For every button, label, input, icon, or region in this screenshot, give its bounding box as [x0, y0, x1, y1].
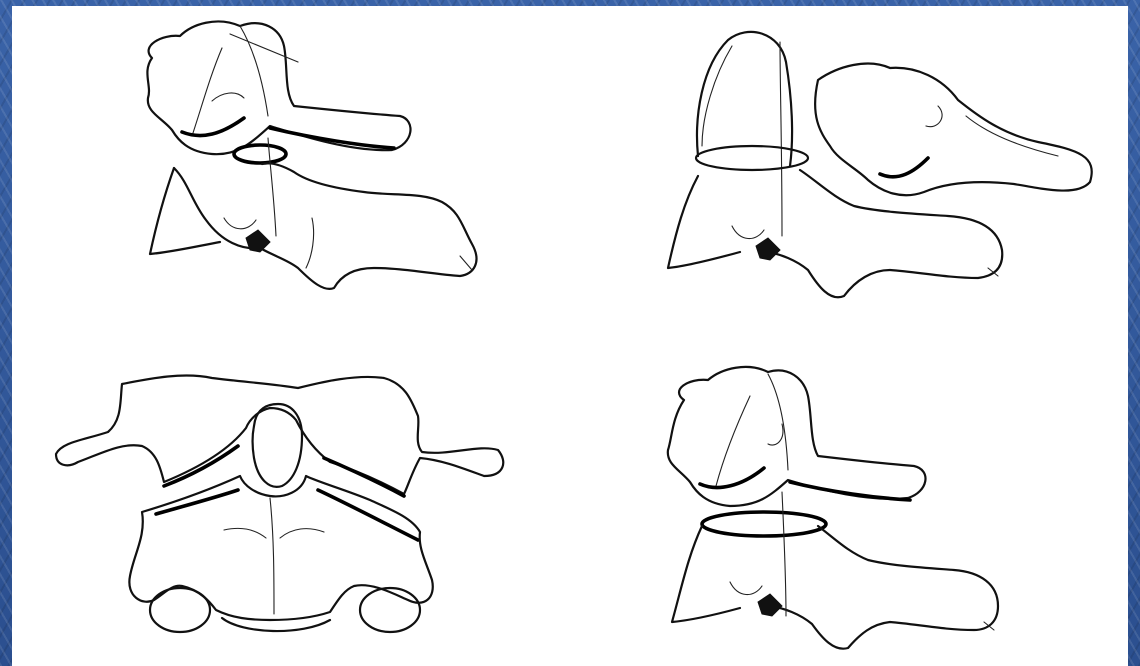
atlas-posterior-outline	[56, 376, 503, 494]
interlock-ring	[234, 145, 286, 163]
axis-posterior-outline	[129, 476, 432, 620]
drawing-top-left	[147, 21, 476, 288]
lower-vertebra-outline-3	[672, 526, 740, 622]
left-lateral-mass	[150, 588, 210, 632]
lower-vertebra-outline-2	[668, 176, 740, 268]
spine-illustration	[12, 6, 1128, 666]
drawing-top-right	[668, 32, 1092, 297]
interlock-ring-2	[702, 512, 826, 536]
displaced-upper-vertebra	[815, 64, 1092, 196]
dens-outline	[253, 404, 303, 487]
illustration-panel	[12, 6, 1128, 666]
drawing-bottom-left	[56, 376, 503, 632]
right-lateral-mass	[360, 588, 420, 632]
drawing-bottom-right	[668, 367, 998, 649]
lower-vertebra-outline	[174, 163, 476, 289]
